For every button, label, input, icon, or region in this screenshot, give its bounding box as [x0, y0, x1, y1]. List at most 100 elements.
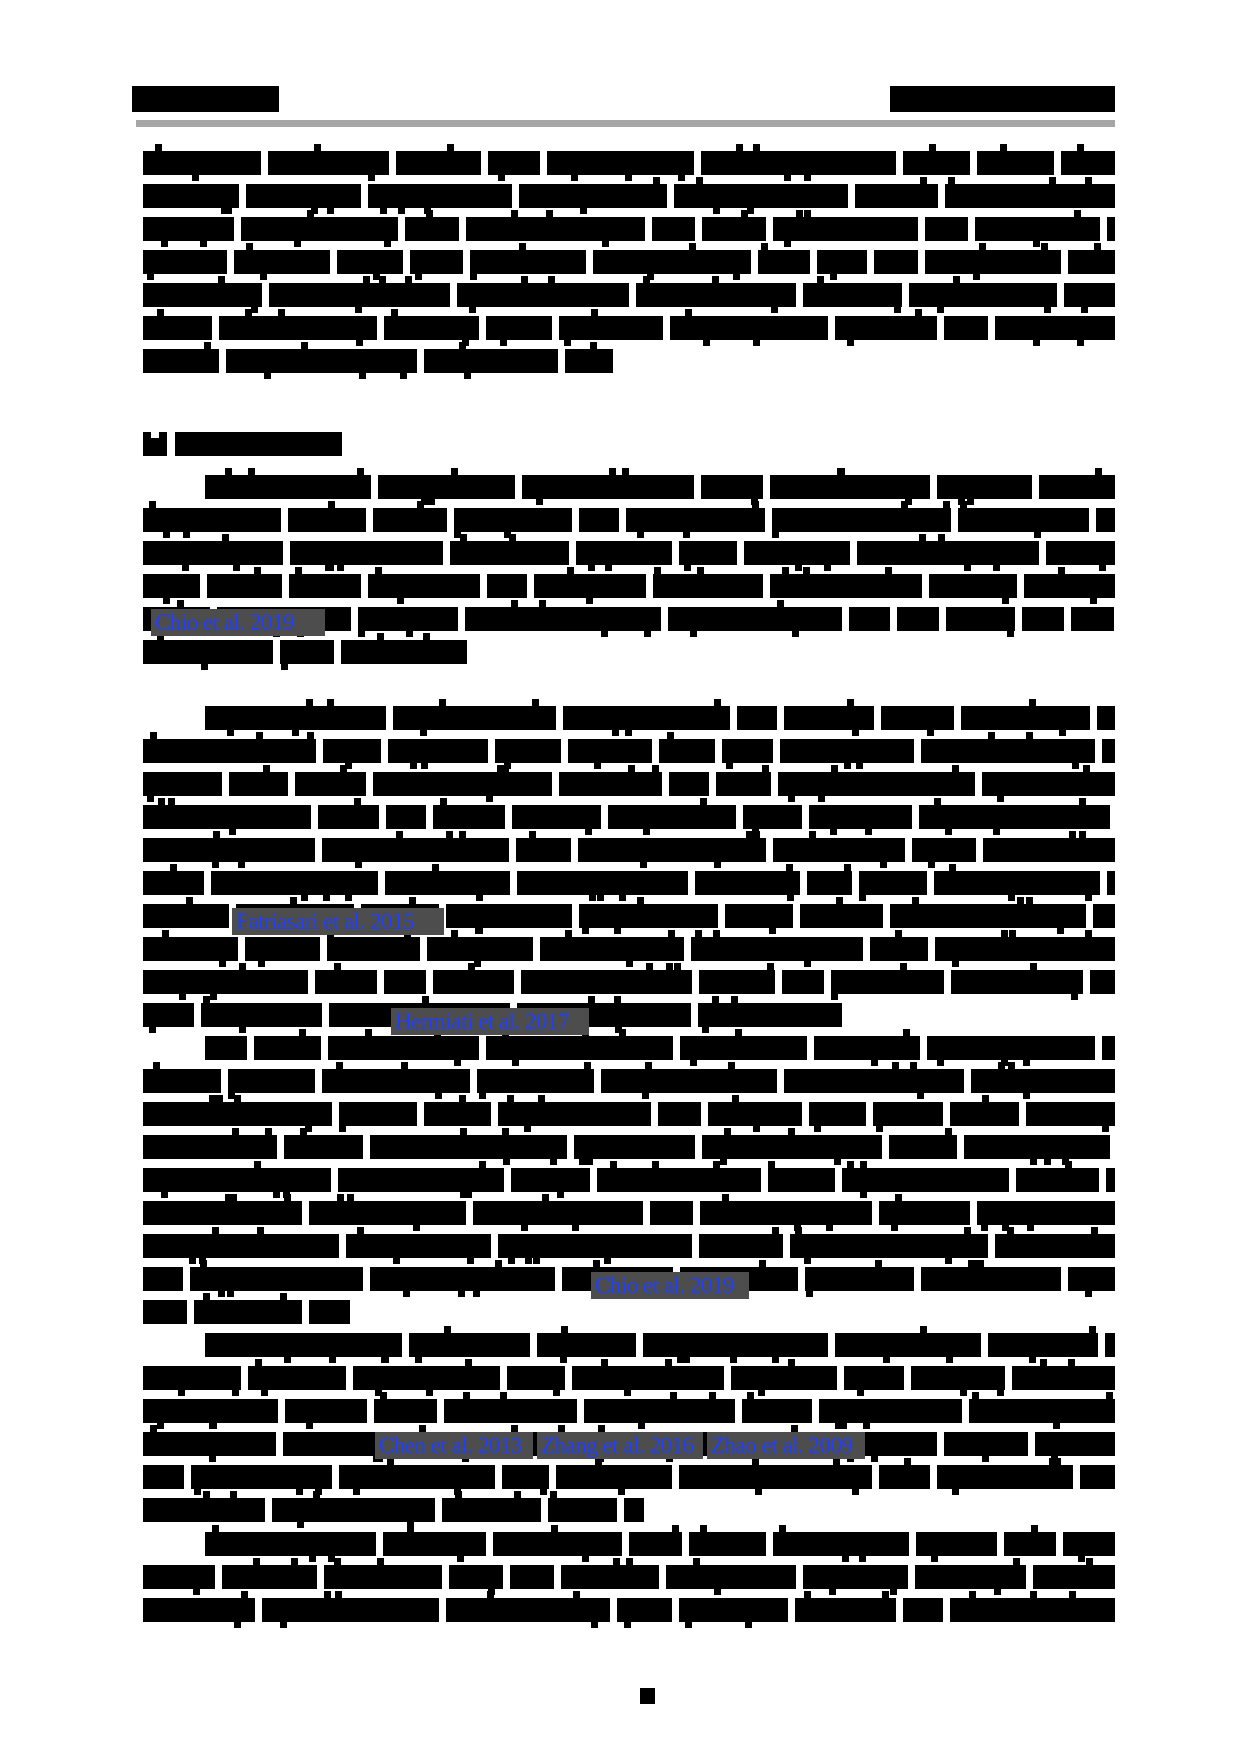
redacted-word [659, 739, 715, 763]
redacted-glyph-pixel [695, 930, 702, 937]
redacted-word [262, 1598, 439, 1622]
redacted-word [337, 250, 403, 274]
redacted-glyph-pixel [225, 208, 232, 214]
redacted-glyph-pixel [153, 1062, 160, 1069]
redacted-glyph-pixel [368, 175, 375, 181]
citation-link[interactable]: Zhang et al. 2016 [537, 1432, 703, 1459]
redacted-text-line [143, 1491, 1115, 1528]
redacted-glyph-pixel [772, 532, 779, 538]
redacted-word [608, 805, 736, 829]
citation-link[interactable]: Chio et al. 2019 [591, 1272, 749, 1299]
redacted-glyph-pixel [192, 175, 199, 181]
redacted-word [466, 217, 645, 241]
redacted-word [975, 217, 1100, 241]
redacted-word [835, 1333, 981, 1357]
redacted-glyph-pixel [678, 175, 685, 181]
redacted-glyph-pixel [585, 829, 592, 835]
redacted-glyph-pixel [380, 1392, 387, 1399]
redacted-word [315, 970, 377, 994]
redacted-word [339, 1465, 495, 1489]
citation-link[interactable]: Zhao et al. 2009 [707, 1432, 865, 1459]
redacted-word [565, 349, 613, 373]
redacted-glyph-pixel [251, 307, 258, 313]
redacted-glyph-pixel [712, 276, 719, 283]
redacted-glyph-pixel [294, 241, 301, 247]
redacted-glyph-pixel [1072, 763, 1079, 769]
redacted-word [234, 250, 330, 274]
redacted-text-line [143, 1558, 1115, 1595]
redacted-glyph-pixel [1007, 1227, 1014, 1234]
redacted-glyph-pixel [1094, 243, 1101, 250]
redacted-glyph-pixel [595, 1458, 602, 1465]
redacted-glyph-pixel [792, 631, 799, 637]
redacted-glyph-pixel [1001, 930, 1008, 937]
redacted-glyph-pixel [479, 1161, 486, 1168]
redacted-glyph-pixel [232, 1390, 239, 1396]
redacted-word [143, 574, 200, 598]
citation-link[interactable]: Chio et al. 2019 [151, 609, 325, 636]
redacted-word [964, 1135, 1110, 1159]
redacted-glyph-pixel [865, 829, 872, 835]
redacted-glyph-pixel [1074, 210, 1081, 217]
redacted-glyph-pixel [788, 1359, 795, 1366]
redacted-glyph-pixel [413, 1225, 420, 1231]
redacted-word [916, 1532, 997, 1556]
redacted-glyph-pixel [714, 1589, 721, 1595]
redacted-word [290, 541, 443, 565]
redacted-glyph-pixel [890, 1589, 897, 1595]
redacted-word [378, 475, 515, 499]
redacted-text-line [143, 501, 1115, 538]
redacted-glyph-pixel [177, 600, 184, 607]
redacted-word [983, 838, 1115, 862]
redacted-glyph-pixel [934, 798, 941, 805]
redacted-glyph-pixel [952, 961, 959, 967]
redacted-glyph-pixel [524, 1126, 531, 1132]
redacted-glyph-pixel [882, 1591, 889, 1598]
redacted-glyph-pixel [613, 1558, 620, 1565]
citation-link[interactable]: Hermiati et al. 2017 [391, 1008, 589, 1035]
redacted-glyph-pixel [550, 1491, 557, 1498]
redacted-word [699, 1234, 783, 1258]
redacted-glyph-pixel [747, 208, 754, 214]
redacted-glyph-pixel [345, 763, 352, 769]
redacted-glyph-pixel [536, 499, 543, 505]
redacted-word [909, 283, 1057, 307]
page-number [640, 1688, 655, 1704]
redacted-glyph-pixel [905, 499, 912, 505]
redacted-word [1096, 508, 1115, 532]
redacted-glyph-pixel [804, 1591, 811, 1598]
redacted-glyph-pixel [610, 1161, 617, 1168]
citation-link[interactable]: Fatriasari et al. 2015 [232, 908, 444, 935]
redacted-word [919, 805, 1110, 829]
redacted-glyph-pixel [791, 1425, 798, 1432]
redacted-glyph-pixel [1071, 994, 1078, 1000]
redacted-glyph-pixel [357, 1227, 364, 1234]
redacted-word [597, 1168, 761, 1192]
redacted-word [879, 1465, 930, 1489]
redacted-glyph-pixel [147, 274, 154, 280]
redacted-word [951, 970, 1083, 994]
redacted-glyph-pixel [652, 1161, 659, 1168]
redacted-glyph-pixel [529, 831, 536, 838]
citation-link[interactable]: Chen et al. 2013 [375, 1432, 533, 1459]
redacted-glyph-pixel [612, 730, 619, 736]
redacted-glyph-pixel [722, 1194, 729, 1201]
redacted-word [1107, 217, 1115, 241]
redacted-word [288, 508, 366, 532]
redacted-glyph-pixel [356, 340, 363, 346]
redacted-glyph-pixel [297, 1522, 304, 1528]
redacted-glyph-pixel [257, 1227, 264, 1234]
redacted-word [493, 1532, 622, 1556]
redacted-glyph-pixel [579, 1159, 586, 1165]
redacted-glyph-pixel [844, 763, 851, 769]
redacted-glyph-pixel [227, 1291, 234, 1297]
redacted-word [982, 772, 1115, 796]
redacted-word [1012, 1366, 1115, 1390]
redacted-glyph-pixel [713, 930, 720, 937]
redacted-glyph-pixel [238, 862, 245, 868]
redacted-word [211, 871, 378, 895]
redacted-glyph-pixel [618, 1489, 625, 1495]
redacted-glyph-pixel [340, 765, 347, 772]
redacted-glyph-pixel [210, 1423, 217, 1429]
redacted-glyph-pixel [970, 1260, 977, 1267]
